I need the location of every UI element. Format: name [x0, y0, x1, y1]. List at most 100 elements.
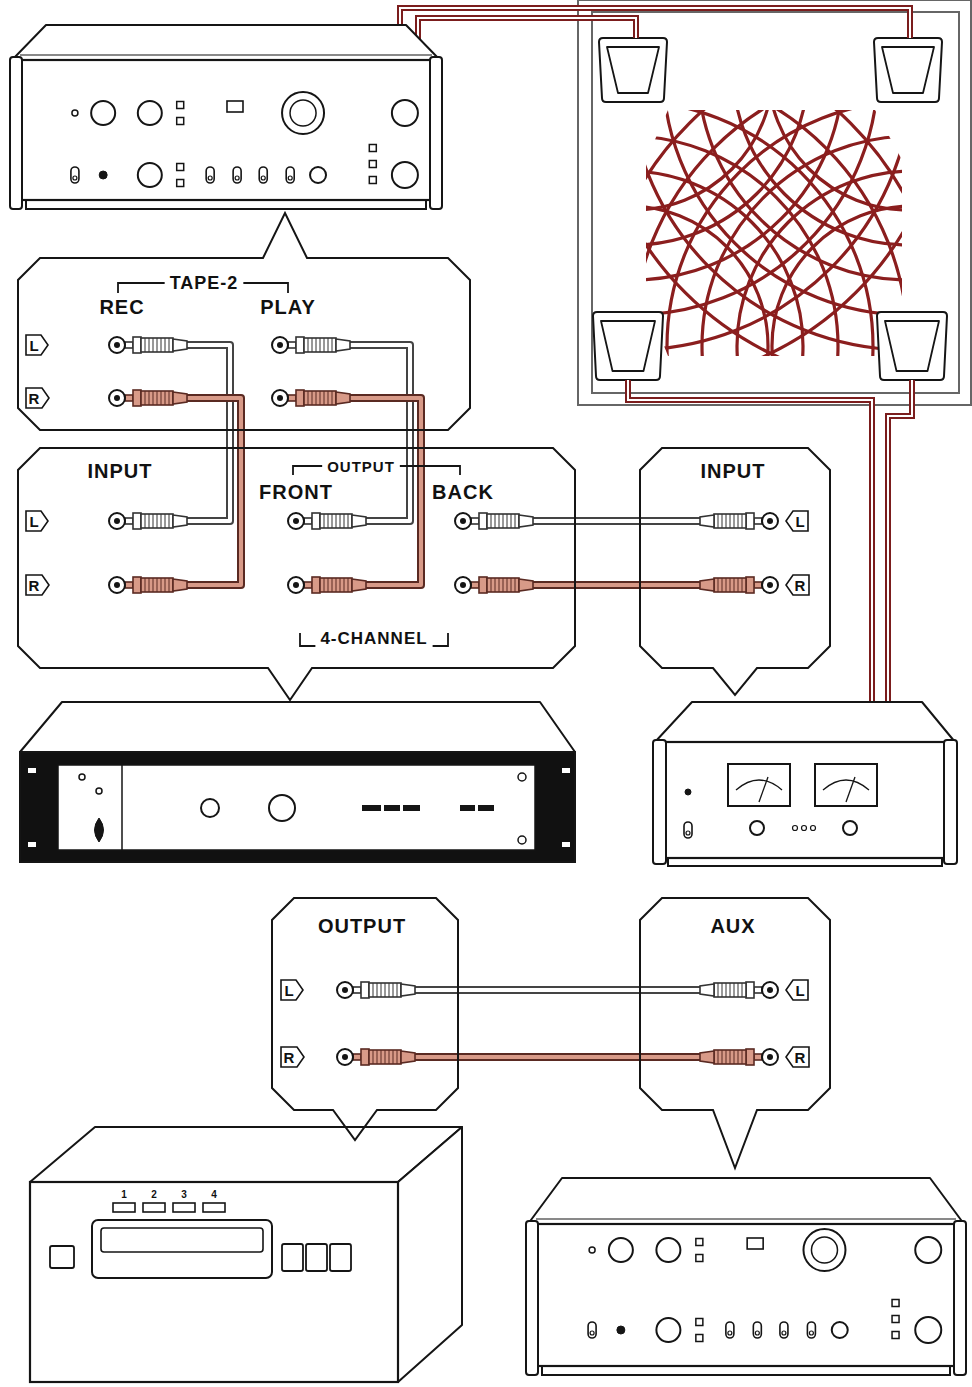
rca-jack — [288, 577, 304, 593]
player-front — [30, 1182, 398, 1382]
callout-panel: INPUTOUTPUTFRONTBACK4-CHANNELLR — [18, 448, 575, 668]
plug-grip — [340, 578, 341, 592]
toggle-switch — [590, 1331, 594, 1335]
knob — [290, 100, 316, 126]
plug-grip — [324, 338, 325, 352]
plug-grip — [169, 391, 170, 405]
amp-handle — [954, 1221, 966, 1375]
rca-plug — [304, 338, 336, 352]
indicator-lamp — [696, 1239, 703, 1246]
plug-grip — [381, 1050, 382, 1064]
rca-plug — [125, 582, 133, 588]
rca-plug — [304, 391, 336, 405]
cable-core — [533, 583, 700, 587]
rca-plug — [296, 337, 304, 353]
rca-jack — [288, 513, 304, 529]
indicator-lamp — [369, 161, 376, 168]
badge-outline — [26, 388, 49, 408]
plug-grip — [324, 514, 325, 528]
plug-grip — [308, 338, 309, 352]
plug-grip — [328, 391, 329, 405]
rack-hole — [28, 842, 36, 847]
speaker-wire — [400, 8, 910, 38]
rca-plug — [714, 1050, 746, 1064]
plug-grip — [340, 514, 341, 528]
badge-outline — [786, 1047, 809, 1067]
rca-jack — [109, 390, 125, 406]
plug-grip — [324, 391, 325, 405]
panel-heading: OUTPUT — [327, 459, 395, 474]
rca-plug — [312, 513, 320, 529]
amp-handle — [526, 1221, 538, 1375]
toggle-switch — [807, 1322, 815, 1338]
speaker-wire — [888, 380, 912, 716]
rca-plug — [125, 577, 187, 593]
panel-heading: BACK — [432, 482, 494, 502]
plug-grip — [495, 514, 496, 528]
decoder-top — [20, 702, 575, 752]
rca-plug — [352, 515, 366, 527]
indicator-lamp — [696, 1335, 703, 1342]
rca-plug — [714, 578, 746, 592]
decoder-front — [20, 752, 575, 862]
led — [589, 1247, 595, 1253]
rca-plug — [125, 395, 133, 401]
toggle-switch — [261, 176, 265, 180]
control-button — [330, 1244, 351, 1271]
rca-plug — [471, 577, 533, 593]
knob — [656, 1318, 680, 1342]
plug-grip — [730, 578, 731, 592]
indicator-lamp — [177, 180, 184, 187]
channel-badge: L — [785, 979, 809, 1001]
speaker-wire — [888, 380, 912, 716]
toggle-switch — [73, 176, 77, 180]
sound-wave — [383, 101, 873, 591]
plug-grip — [149, 338, 150, 352]
speaker-cone — [607, 47, 659, 93]
speaker-cabinet — [877, 312, 947, 380]
rca-jack — [114, 395, 120, 401]
sound-wave — [737, 171, 972, 521]
plug-grip — [312, 391, 313, 405]
plug-grip — [161, 514, 162, 528]
button-number: 3 — [181, 1190, 187, 1200]
plug-grip — [515, 578, 516, 592]
button-number: 1 — [121, 1190, 127, 1200]
led — [793, 826, 798, 831]
display-window — [747, 1238, 763, 1249]
rca-jack — [455, 577, 471, 593]
rca-plug — [336, 339, 350, 351]
rca-plug — [312, 577, 320, 593]
sound-wave — [628, 0, 972, 350]
rca-cable — [187, 345, 230, 521]
callout-outline — [272, 898, 458, 1140]
rca-jack — [277, 342, 283, 348]
led — [79, 774, 85, 780]
toggle-switch — [95, 818, 104, 842]
program-button — [113, 1203, 135, 1212]
plug-grip — [165, 391, 166, 405]
meter-needle — [846, 777, 855, 802]
rca-cable — [533, 581, 700, 589]
indicator-bar — [384, 805, 400, 811]
plug-grip — [722, 514, 723, 528]
plug-grip — [157, 391, 158, 405]
rca-jack — [277, 395, 283, 401]
badge-outline — [281, 1047, 304, 1067]
channel-badge: L — [785, 510, 809, 532]
rca-plug — [714, 514, 746, 528]
plug-grip — [734, 578, 735, 592]
rca-plug — [746, 1049, 754, 1065]
plug-grip — [308, 391, 309, 405]
rca-plug — [519, 579, 533, 591]
channel-label: R — [795, 578, 806, 593]
plug-grip — [336, 514, 337, 528]
plug-grip — [503, 578, 504, 592]
toggle-switch — [288, 176, 292, 180]
rca-jack — [288, 577, 304, 593]
rca-jack — [767, 518, 773, 524]
toggle-switch — [728, 1331, 732, 1335]
rca-plug — [133, 577, 141, 593]
panel-heading: REC — [99, 297, 144, 317]
